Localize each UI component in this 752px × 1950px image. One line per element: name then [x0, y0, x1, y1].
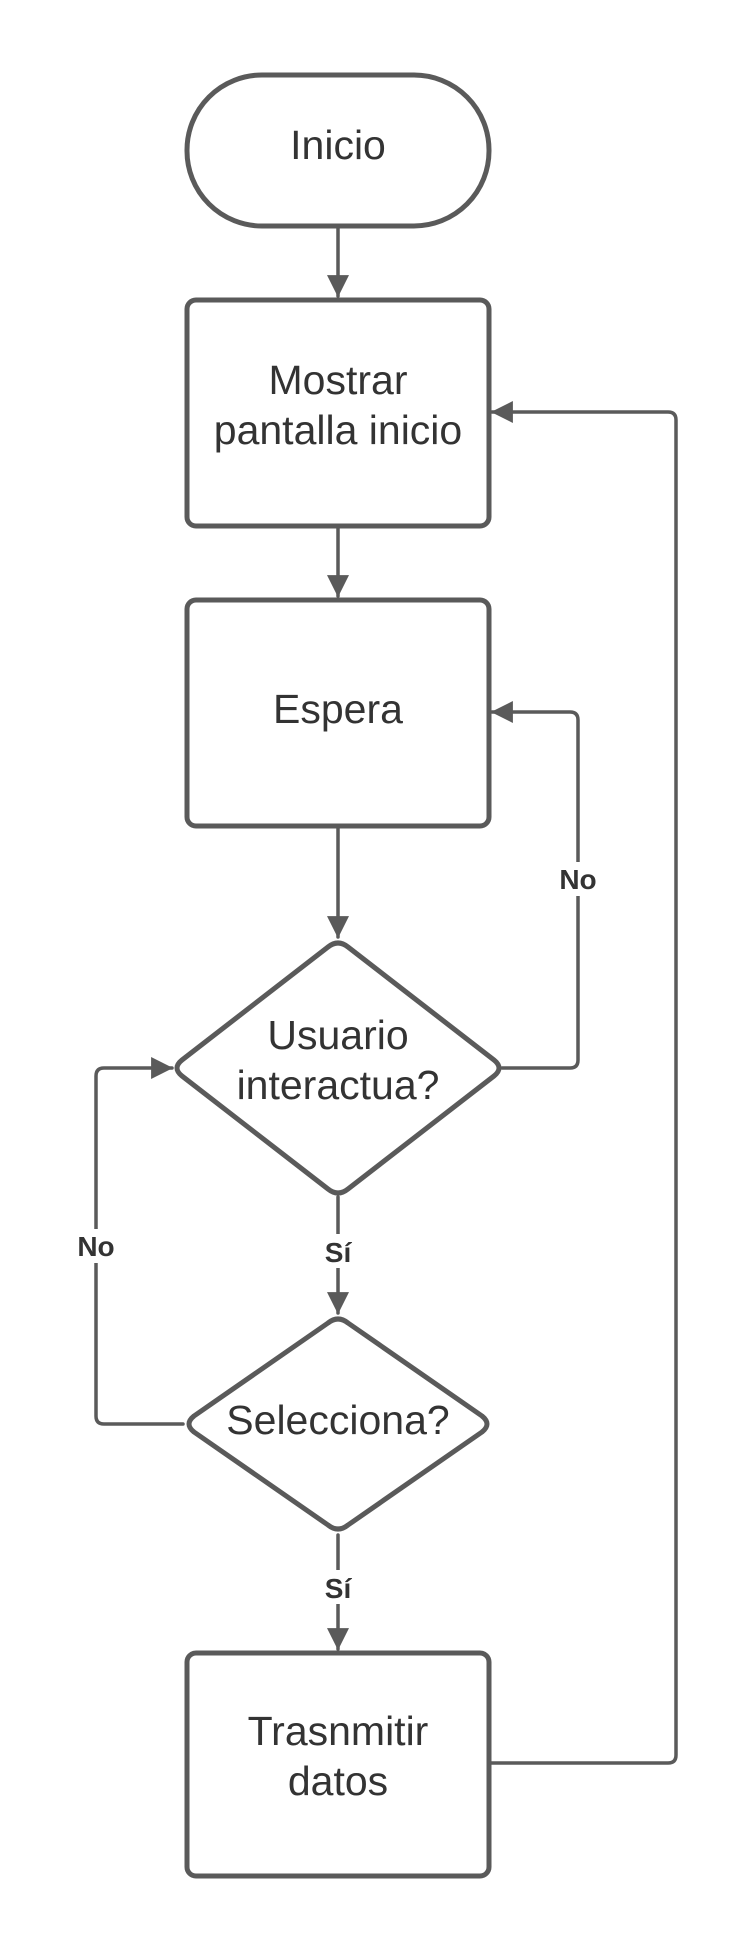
node-mostrar-pantalla: Mostrar pantalla inicio — [184, 297, 492, 529]
node-transmitir-label: datos — [288, 1758, 388, 1804]
node-inicio: Inicio — [184, 72, 492, 229]
terminator-shape — [184, 72, 492, 229]
edge-label-usuario-si: Sí — [325, 1237, 353, 1268]
edge-label-selecciona-no: No — [77, 1231, 114, 1262]
node-mostrar-label: Mostrar — [269, 357, 408, 403]
edge-label-selecciona-si: Sí — [325, 1573, 353, 1604]
node-usuario-interactua: Usuario interactua? — [174, 940, 502, 1196]
edge-labels: No Sí No Sí — [70, 862, 604, 1604]
node-transmitir-datos: Trasnmitir datos — [184, 1650, 492, 1879]
node-mostrar-label: pantalla inicio — [214, 407, 462, 453]
decision-shape — [174, 940, 502, 1196]
edge-label-usuario-no: No — [559, 864, 596, 895]
node-transmitir-label: Trasnmitir — [248, 1708, 429, 1754]
process-shape — [184, 597, 492, 829]
process-shape — [184, 1650, 492, 1879]
node-espera: Espera — [184, 597, 492, 829]
node-inicio-label: Inicio — [290, 122, 386, 168]
node-selecciona: Selecciona? — [186, 1316, 490, 1532]
edge-transmitir-to-mostrar — [488, 401, 678, 1765]
node-usuario-label: interactua? — [237, 1062, 440, 1108]
node-usuario-label: Usuario — [267, 1012, 408, 1058]
process-shape — [184, 297, 492, 529]
decision-shape — [186, 1316, 490, 1532]
node-selecciona-label: Selecciona? — [226, 1397, 449, 1443]
node-espera-label: Espera — [273, 686, 403, 732]
